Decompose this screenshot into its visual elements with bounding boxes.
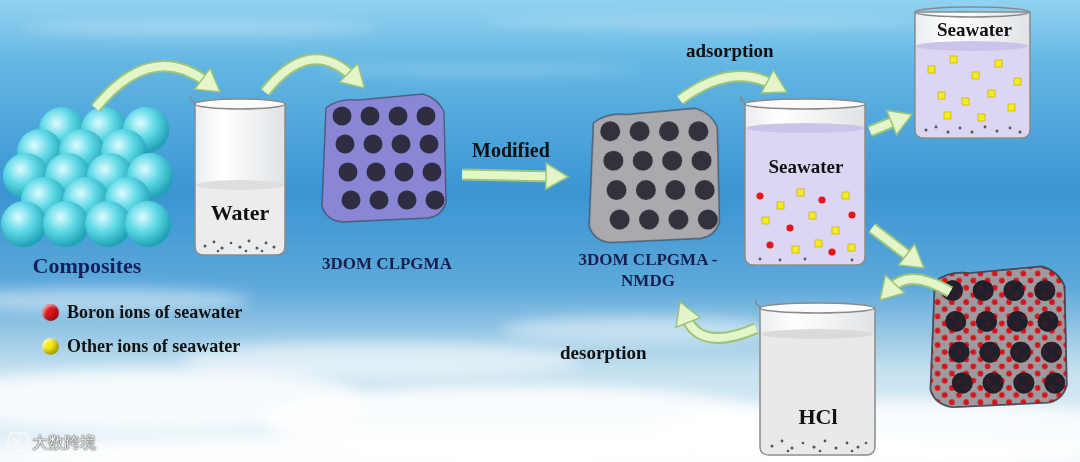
legend-row: Other ions of seawater (42, 336, 242, 357)
edge-label: desorption (560, 342, 647, 365)
seawater-beaker (741, 96, 865, 265)
arrow-outline (265, 59, 353, 92)
arrow-head (761, 70, 787, 93)
composites-node: Composites (2, 108, 172, 283)
composite-spheres (1, 107, 173, 247)
edge-label: adsorption (686, 40, 774, 63)
watermark: 大数跨境 (32, 433, 96, 454)
legend-label: Other ions of seawater (67, 336, 240, 357)
flow-arrow (870, 110, 912, 134)
material-node: 3DOM CLPGMA -NMDG (568, 100, 728, 302)
legend-swatch (42, 304, 59, 321)
flow-arrow (462, 163, 568, 189)
water-beaker (191, 96, 285, 255)
arrow-head (340, 63, 365, 88)
edge-label: Modified (472, 138, 550, 162)
flow-arrow (680, 70, 787, 100)
node-label: 3DOM CLPGMA -NMDG (578, 250, 718, 291)
modified-sponge (589, 108, 719, 242)
node-label: HCl (756, 404, 880, 431)
node-label: Composites (2, 253, 172, 280)
node-label: 3DOM CLPGMA (312, 254, 462, 275)
arrow-head (676, 302, 700, 327)
arrow-head (887, 110, 912, 134)
arrow-body (686, 317, 756, 338)
beaker-node: Water (190, 92, 290, 260)
arrow-body (265, 59, 353, 92)
beaker-node: Seawater (742, 92, 870, 270)
legend-label: Boron ions of seawater (67, 302, 242, 323)
arrow-body (462, 174, 552, 176)
legend-swatch (42, 338, 59, 355)
beaker-node: HCl (756, 296, 880, 458)
arrow-body (680, 76, 773, 100)
beaker-node: Seawater (912, 4, 1037, 142)
arrow-head (195, 68, 220, 92)
arrow-outline (96, 66, 208, 108)
flow-arrow (265, 59, 365, 92)
flow-arrow (872, 228, 924, 268)
arrow-head (546, 163, 568, 189)
node-label: Seawater (912, 18, 1037, 41)
legend: Boron ions of seawaterOther ions of seaw… (42, 302, 242, 370)
node-label: Seawater (742, 155, 870, 178)
watermark-logo (8, 433, 28, 453)
arrow-body (96, 66, 208, 108)
waves (0, 17, 1080, 462)
arrow-outline (462, 174, 552, 176)
node-label: Water (190, 200, 290, 227)
hcl-beaker (756, 300, 875, 455)
material-node: 3DOM CLPGMA (312, 88, 462, 280)
legend-row: Boron ions of seawater (42, 302, 242, 323)
flow-arrow (96, 66, 221, 108)
arrow-outline (686, 317, 756, 338)
flow-arrow (880, 275, 950, 300)
arrow-outline (680, 76, 773, 100)
flow-arrow (676, 302, 756, 338)
3dom-sponge (322, 94, 446, 222)
